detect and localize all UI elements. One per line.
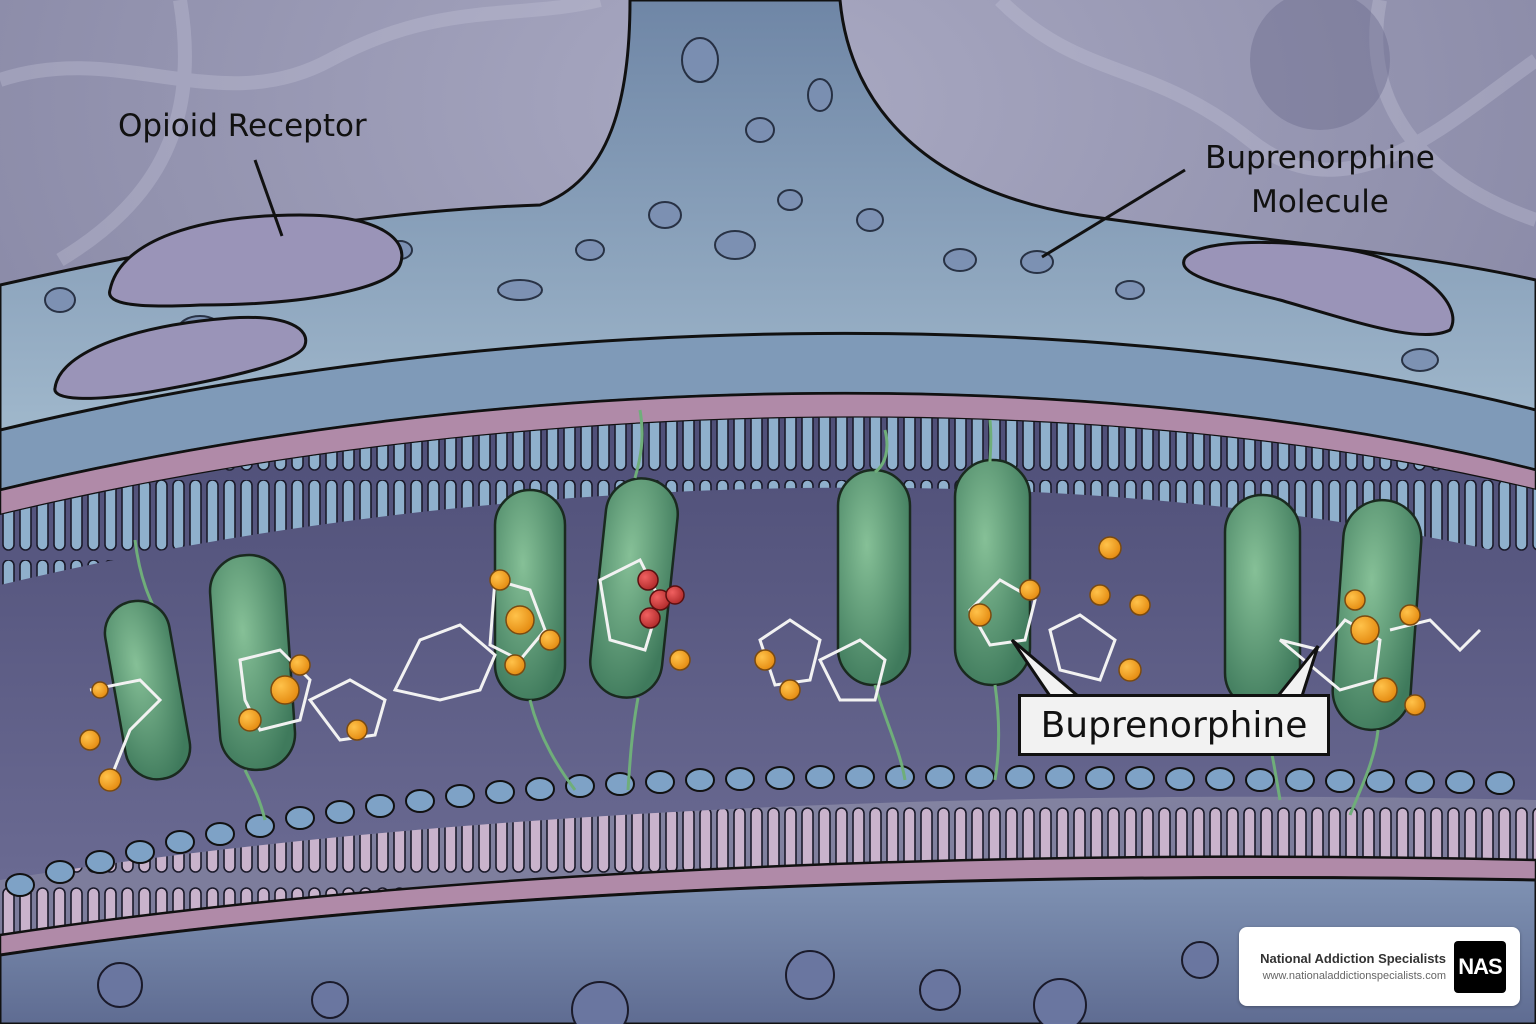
background-cell-body — [1250, 0, 1390, 130]
phospholipid-heads-upper — [0, 417, 1536, 585]
nas-logo-icon: NAS — [1454, 940, 1506, 993]
opioid-receptor-leader-line — [253, 159, 284, 237]
membrane-interior — [0, 417, 1536, 880]
receptor-protein-5 — [836, 468, 912, 687]
buprenorphine-molecule-leader-line — [1041, 168, 1186, 259]
brand-name: National Addiction Specialists — [1260, 950, 1446, 966]
organelle-receptor-1 — [108, 213, 404, 308]
organelle-receptor-3 — [1182, 240, 1455, 337]
organelle-receptor-2 — [53, 315, 308, 400]
atom-orange — [79, 536, 1426, 792]
phospholipid-heads-lower — [5, 765, 1515, 897]
brand-url: www.nationaladdictionspecialists.com — [1262, 969, 1446, 982]
buprenorphine-callout: Buprenorphine — [1018, 694, 1330, 756]
opioid-receptor-organelles — [53, 213, 1455, 400]
brand-badge: National Addiction Specialists www.natio… — [1239, 927, 1520, 1006]
buprenorphine-molecule-label-line1: Buprenorphine — [1205, 140, 1435, 176]
lower-cell — [0, 876, 1536, 1024]
buprenorphine-molecule-label: Buprenorphine Molecule — [1190, 136, 1450, 224]
receptor-protein-7 — [1223, 493, 1302, 712]
receptor-protein-2 — [208, 553, 297, 772]
atom-red — [637, 569, 685, 629]
lower-cell-vesicles — [97, 937, 1503, 1024]
opioid-receptor-label: Opioid Receptor — [118, 108, 367, 144]
receptor-proteins — [103, 458, 1423, 781]
buprenorphine-molecule-label-line2: Molecule — [1251, 184, 1389, 220]
receptor-protein-1 — [103, 599, 192, 781]
brand-text: National Addiction Specialists www.natio… — [1239, 950, 1454, 984]
background-neurons — [0, 0, 1536, 267]
receptor-protein-6 — [953, 458, 1032, 687]
buprenorphine-molecules — [89, 557, 1482, 781]
